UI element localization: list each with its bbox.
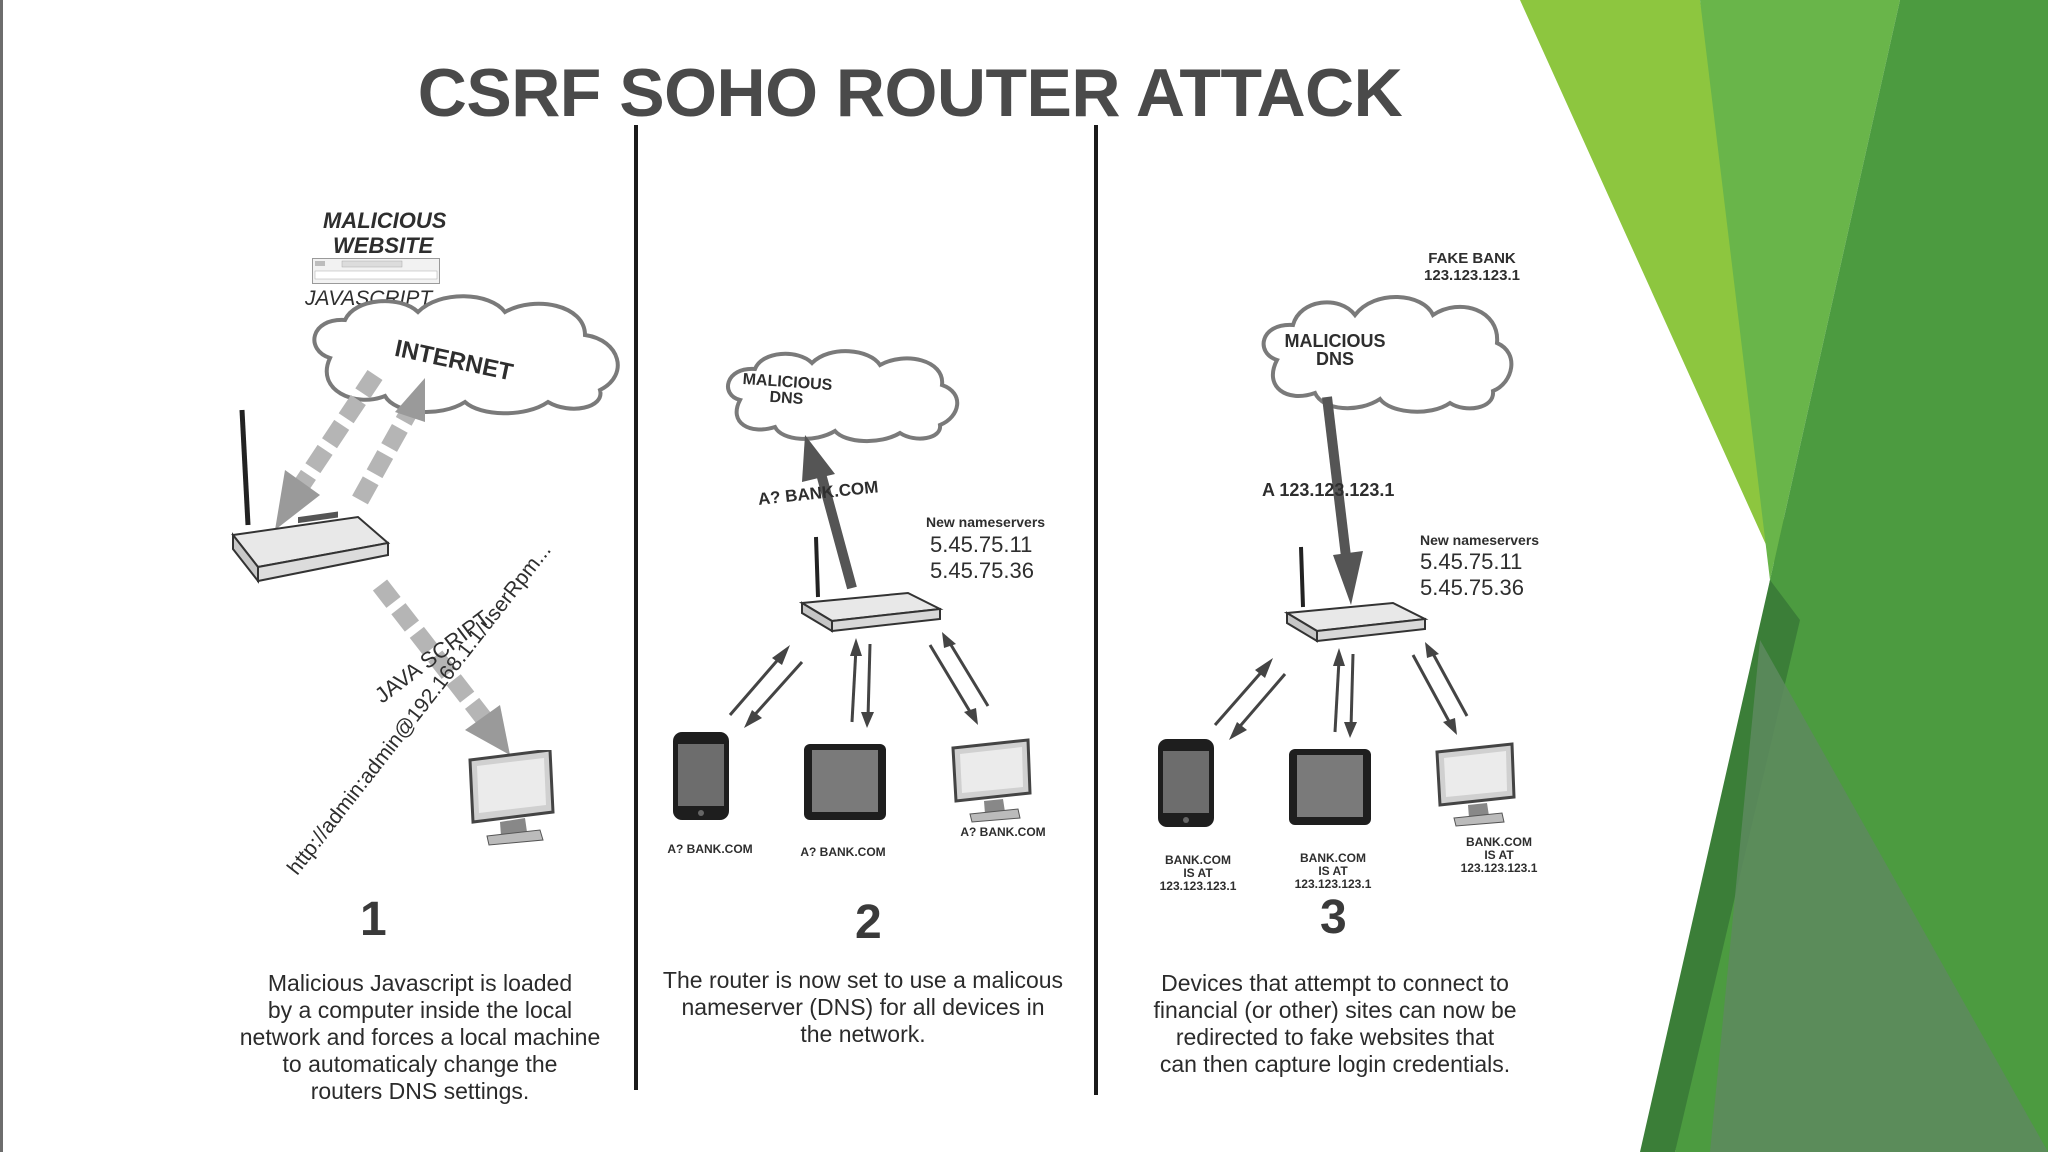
step-number-1: 1: [360, 893, 387, 946]
device-label-line: BANK.COM: [1165, 853, 1231, 867]
fake-bank-label: FAKE BANK 123.123.123.1: [1412, 250, 1532, 284]
tablet-icon: [1289, 749, 1371, 825]
panel3-description-line: Devices that attempt to connect to: [1161, 970, 1509, 996]
device-label-line: 123.123.123.1: [1294, 877, 1372, 891]
router-icon: [1283, 546, 1429, 643]
device-label-line: IS AT: [1484, 848, 1514, 862]
slide-title: CSRF SOHO ROUTER ATTACK: [417, 55, 1403, 131]
panel-divider-2: [1094, 125, 1098, 1095]
router-icon: [798, 536, 944, 633]
router-icon: [231, 409, 391, 584]
device-label-tablet: A? BANK.COM: [800, 845, 886, 859]
panel1-description-line: network and forces a local machine: [239, 1024, 601, 1050]
panel-divider-1: [634, 125, 638, 1090]
step-number-2: 2: [855, 896, 882, 949]
malicious-dns-label: MALICIOUS DNS: [741, 371, 833, 410]
panel1-description-line: by a computer inside the local: [267, 997, 573, 1023]
panel3-description-line: financial (or other) sites can now be: [1153, 997, 1517, 1023]
nameserver-2-2: 5.45.75.36: [930, 558, 1034, 583]
panel2-description-line: the network.: [800, 1021, 926, 1047]
panel2-description-line: nameserver (DNS) for all devices in: [681, 994, 1045, 1020]
nameserver-1-2: 5.45.75.11: [930, 532, 1033, 557]
device-label-line: IS AT: [1183, 866, 1213, 880]
new-nameservers-title-3: New nameservers: [1420, 532, 1540, 548]
device-label-computer: BANK.COM IS AT 123.123.123.1: [1444, 836, 1554, 875]
malicious-dns-label: MALICIOUS DNS: [1272, 332, 1398, 368]
new-nameservers-title-2: New nameservers: [926, 514, 1046, 530]
browser-window-icon: [312, 258, 440, 284]
device-label-computer: A? BANK.COM: [960, 825, 1046, 839]
deco-muted-green: [1710, 640, 2048, 1152]
panel3-description-line: redirected to fake websites that: [1175, 1024, 1495, 1050]
cloud-label-line: MALICIOUS: [1284, 331, 1386, 351]
device-label-line: BANK.COM: [1300, 851, 1366, 865]
device-label-line: IS AT: [1318, 864, 1348, 878]
slide-left-border: [0, 0, 3, 1152]
device-label-phone: BANK.COM IS AT 123.123.123.1: [1143, 854, 1253, 893]
panel1-description-line: routers DNS settings.: [310, 1078, 530, 1104]
computer-monitor-icon: [951, 738, 1032, 823]
malicious-website-label-line1: MALICIOUS: [323, 208, 447, 233]
panel3-description-line: can then capture login credentials.: [1159, 1051, 1511, 1077]
device-label-tablet: BANK.COM IS AT 123.123.123.1: [1278, 852, 1388, 891]
query-arrow: [802, 435, 857, 590]
answer-label: A 123.123.123.1: [1262, 480, 1395, 500]
malicious-dns-cloud-icon: [1261, 295, 1514, 414]
answer-arrow: [1322, 396, 1363, 605]
panel2-description: The router is now set to use a malicous …: [638, 967, 1088, 1048]
panel1-description-line: to automaticaly change the: [282, 1051, 558, 1077]
panel1-description-line: Malicious Javascript is loaded: [267, 970, 573, 996]
cloud-label-line: DNS: [1315, 349, 1354, 369]
device-label-phone: A? BANK.COM: [667, 842, 753, 856]
nameserver-2-3: 5.45.75.36: [1420, 575, 1524, 600]
device-label-line: BANK.COM: [1466, 835, 1532, 849]
computer-monitor-icon: [468, 750, 555, 846]
step-number-3: 3: [1320, 891, 1347, 944]
nameserver-1-3: 5.45.75.11: [1420, 549, 1523, 574]
panel2-device-arrows: [728, 632, 990, 728]
smartphone-icon: [673, 732, 729, 820]
malicious-website-label-line2: WEBSITE: [333, 233, 434, 258]
deco-light-green: [1520, 0, 1800, 620]
malicious-dns-cloud-icon: [726, 349, 960, 444]
smartphone-icon: [1158, 739, 1214, 827]
fake-bank-line: FAKE BANK: [1428, 250, 1516, 267]
arrow-down-to-router: [287, 370, 383, 500]
deco-mid-green: [1700, 0, 1900, 580]
panel1-arrows: [275, 370, 510, 755]
tablet-icon: [804, 744, 886, 820]
panel2-description-line: The router is now set to use a malicous: [662, 967, 1064, 993]
fake-bank-line: 123.123.123.1: [1424, 267, 1520, 284]
panel1-description: Malicious Javascript is loaded by a comp…: [205, 970, 635, 1105]
panel3-device-arrows: [1213, 642, 1469, 740]
panel3-description: Devices that attempt to connect to finan…: [1100, 970, 1570, 1078]
device-label-line: 123.123.123.1: [1159, 879, 1237, 893]
computer-monitor-icon: [1435, 742, 1516, 827]
arrow-up-to-internet: [352, 405, 418, 505]
device-label-line: 123.123.123.1: [1460, 861, 1538, 875]
